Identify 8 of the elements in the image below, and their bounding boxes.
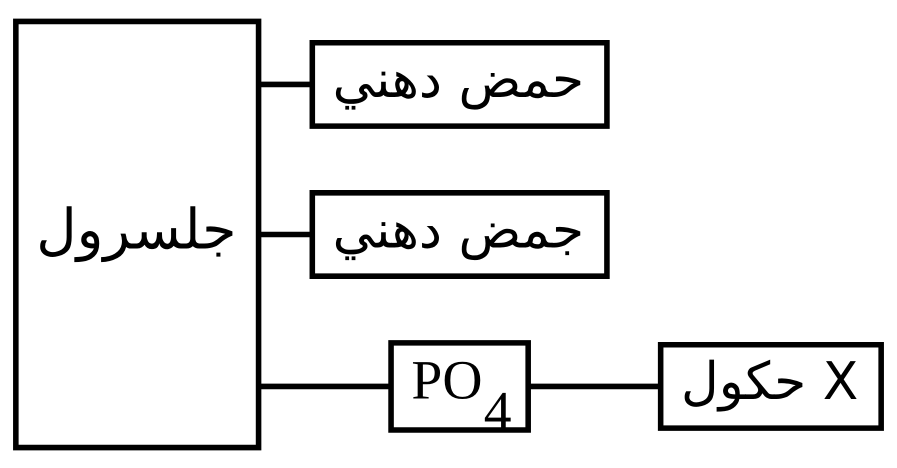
node-box: حكول X [658,341,884,430]
connector [259,231,312,237]
connector [528,383,660,389]
connector [259,81,312,87]
node-box: حمض دهني [310,39,610,128]
node-box: جمض دهني [310,190,610,278]
node-box: جلسرول [13,18,262,450]
connector [259,383,391,389]
